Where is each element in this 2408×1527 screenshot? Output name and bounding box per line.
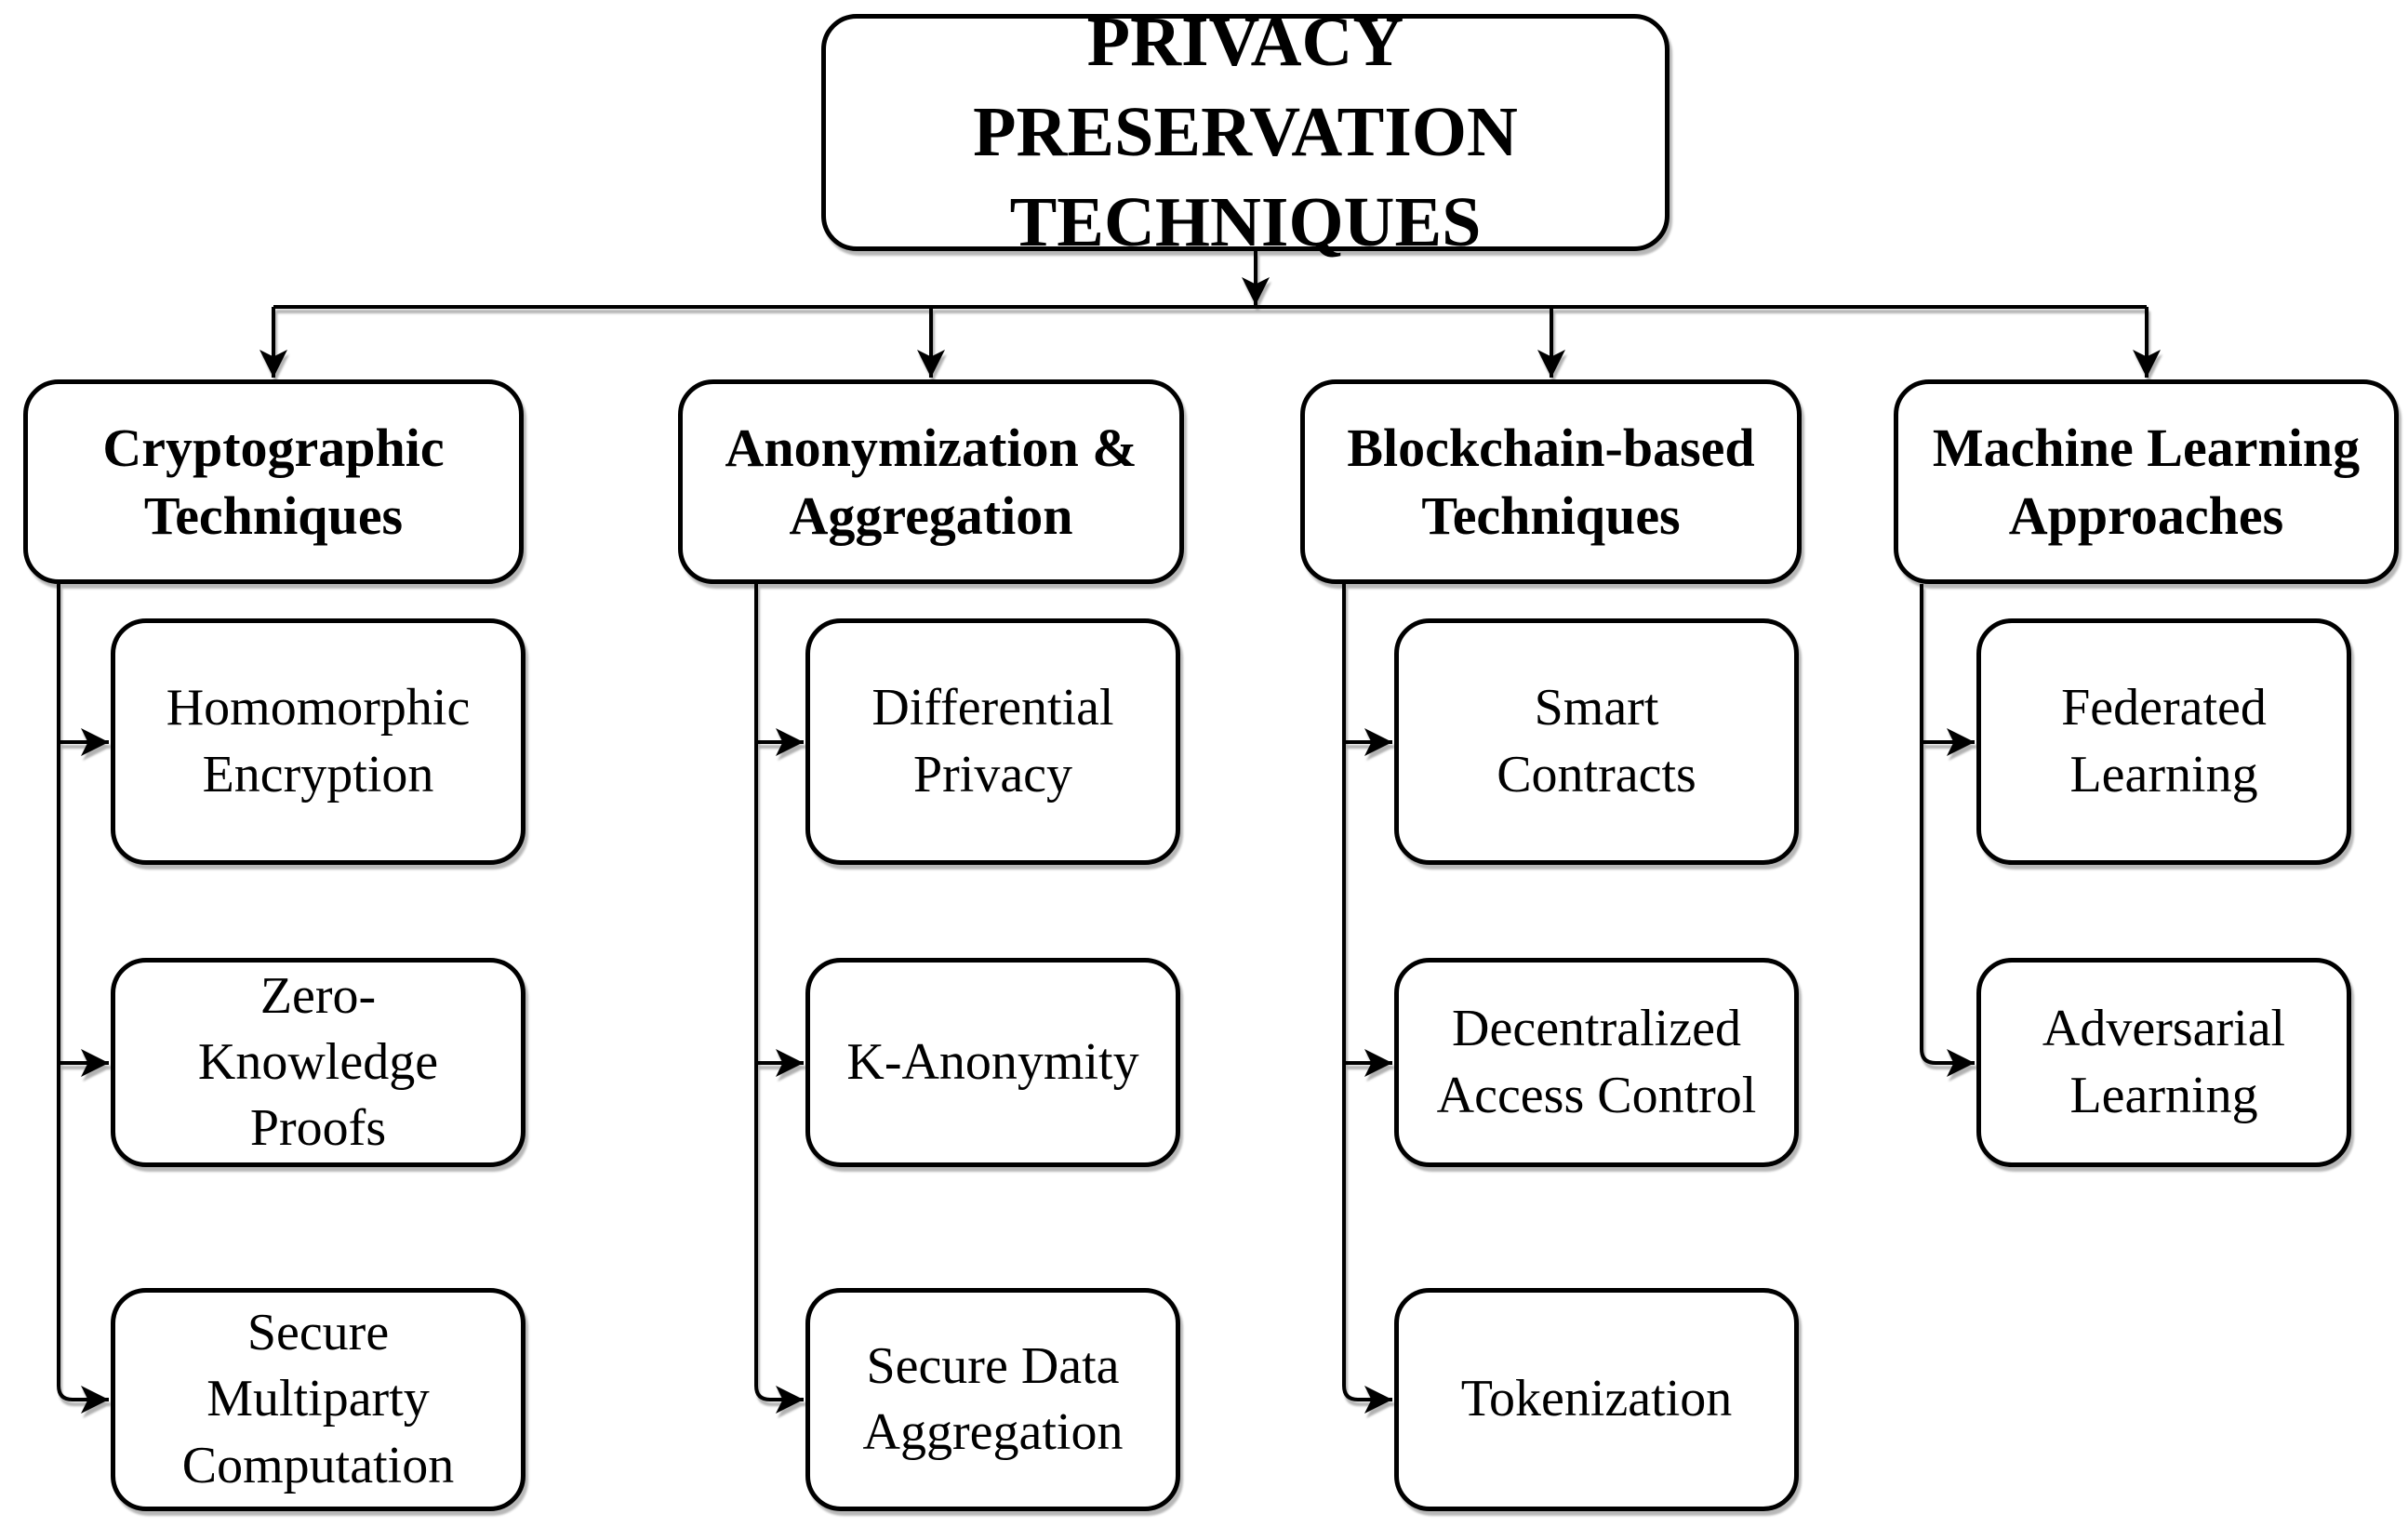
leaf-node-label: K-Anonymity	[846, 1032, 1139, 1091]
leaf-node-label: Smart Contracts	[1497, 679, 1696, 803]
connector-trunk-blockchain	[1342, 584, 1392, 1414]
leaf-node-adversarial-learning: Adversarial Learning	[1976, 958, 2351, 1167]
leaf-node-label: Tokenization	[1460, 1370, 1733, 1428]
leaf-node-label: Differential Privacy	[871, 679, 1114, 803]
leaf-node-label: Federated Learning	[2061, 679, 2267, 803]
leaf-node-label: Decentralized Access Control	[1436, 1000, 1757, 1124]
branch-node-label: Machine Learning Approaches	[1932, 417, 2361, 546]
root-node-label: PRIVACY PRESERVATION TECHNIQUES	[973, 2, 1518, 262]
leaf-node-label: Zero- Knowledge Proofs	[197, 966, 439, 1158]
branch-node-label: Anonymization & Aggregation	[725, 417, 1137, 546]
branch-node-anonymization-aggregation: Anonymization & Aggregation	[678, 379, 1184, 584]
connector-trunk-cryptographic	[57, 584, 109, 1414]
leaf-node-tokenization: Tokenization	[1394, 1288, 1799, 1511]
leaf-node-label: Adversarial Learning	[2042, 1000, 2286, 1124]
leaf-node-federated-learning: Federated Learning	[1976, 618, 2351, 865]
leaf-node-decentralized-access-control: Decentralized Access Control	[1394, 958, 1799, 1167]
branch-node-label: Cryptographic Techniques	[102, 417, 445, 546]
connector-trunk-machine-learning	[1920, 584, 1975, 1077]
leaf-node-secure-data-aggregation: Secure Data Aggregation	[805, 1288, 1180, 1511]
branch-node-cryptographic-techniques: Cryptographic Techniques	[23, 379, 524, 584]
root-node-privacy-preservation-techniques: PRIVACY PRESERVATION TECHNIQUES	[821, 3, 1670, 261]
leaf-node-label: Secure Data Aggregation	[862, 1336, 1124, 1461]
branch-node-blockchain-based-techniques: Blockchain-based Techniques	[1300, 379, 1802, 584]
leaf-node-smart-contracts: Smart Contracts	[1394, 618, 1799, 865]
leaf-node-label: Secure Multiparty Computation	[181, 1304, 455, 1494]
leaf-node-secure-multiparty-computation: Secure Multiparty Computation	[111, 1288, 526, 1511]
leaf-node-zero-knowledge-proofs: Zero- Knowledge Proofs	[111, 958, 526, 1167]
leaf-node-k-anonymity: K-Anonymity	[805, 958, 1180, 1167]
leaf-node-differential-privacy: Differential Privacy	[805, 618, 1180, 865]
leaf-node-homomorphic-encryption: Homomorphic Encryption	[111, 618, 526, 865]
connector-trunk-anonymization	[754, 584, 804, 1414]
leaf-node-label: Homomorphic Encryption	[166, 679, 471, 803]
branch-node-label: Blockchain-based Techniques	[1347, 417, 1755, 546]
branch-node-machine-learning-approaches: Machine Learning Approaches	[1894, 379, 2399, 584]
